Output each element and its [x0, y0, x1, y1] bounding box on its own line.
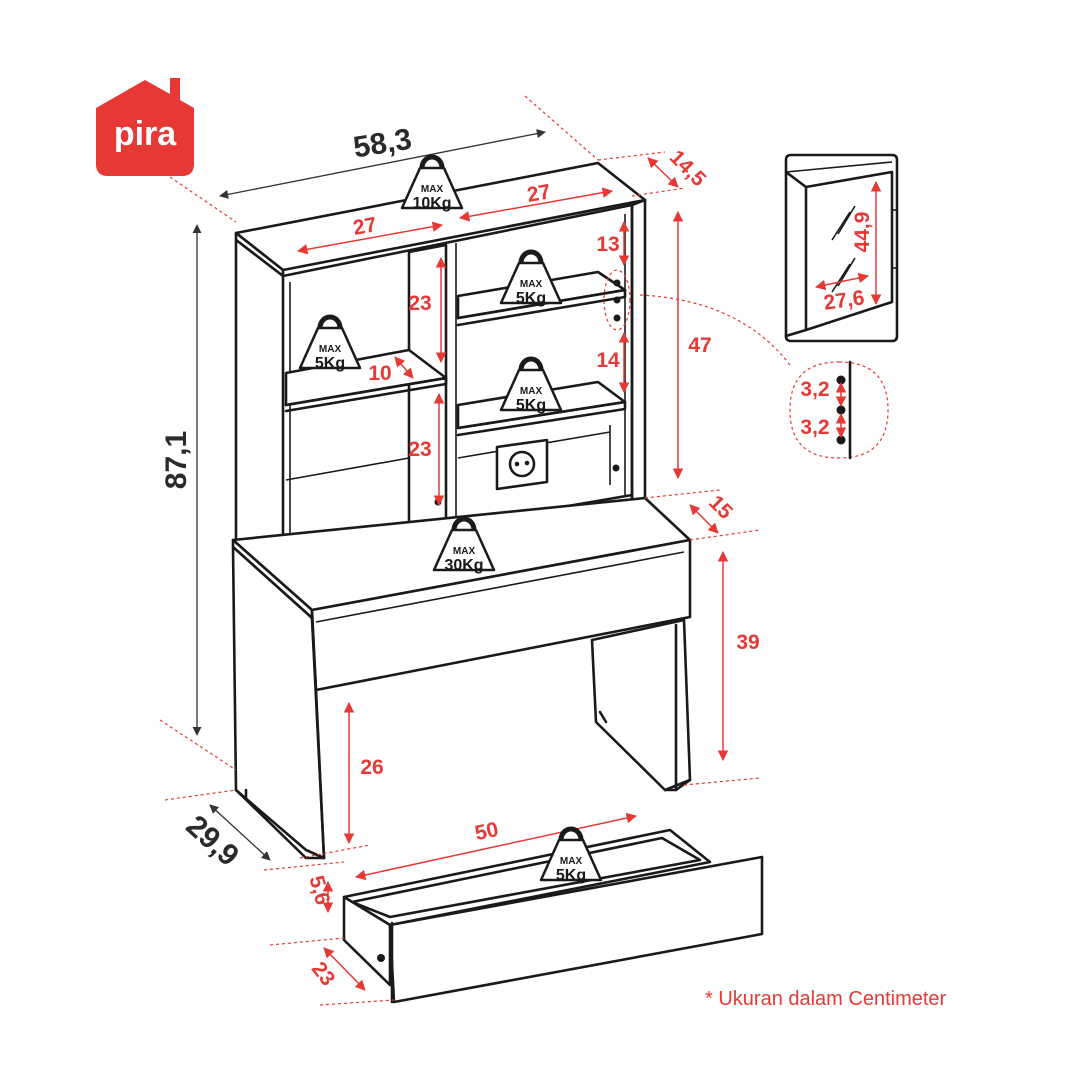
- extension-lines: [159, 95, 791, 1006]
- dimension-top-depth: 14,5: [647, 146, 710, 191]
- svg-text:10: 10: [368, 362, 391, 385]
- dimension-drawer-height: 5,6: [304, 873, 334, 914]
- detail-peg-spacing: 3,2 3,2: [789, 360, 889, 460]
- svg-text:26: 26: [360, 756, 383, 779]
- detail-door: 44,9 27,6: [784, 153, 899, 343]
- power-socket-icon: [495, 438, 549, 491]
- svg-text:MAX: MAX: [560, 856, 583, 867]
- dimension-desk-height: 39: [717, 550, 760, 762]
- svg-text:5Kg: 5Kg: [516, 397, 546, 414]
- dimension-overall-depth: 29,9: [180, 804, 271, 873]
- svg-text:MAX: MAX: [520, 386, 543, 397]
- svg-text:15: 15: [704, 491, 737, 524]
- svg-text:27: 27: [351, 213, 378, 240]
- weight-icon-right-middle: MAX 5Kg: [501, 359, 561, 414]
- svg-text:MAX: MAX: [453, 546, 476, 557]
- svg-text:27,6: 27,6: [822, 286, 866, 314]
- svg-text:MAX: MAX: [520, 279, 543, 290]
- dimension-hutch-height: 47: [672, 210, 712, 480]
- svg-text:10Kg: 10Kg: [412, 195, 451, 212]
- weight-icon-top: MAX 10Kg: [402, 157, 462, 212]
- dimension-drawer-depth: 23: [307, 947, 366, 991]
- logo-text: pira: [114, 115, 177, 153]
- svg-text:39: 39: [736, 631, 759, 654]
- svg-text:MAX: MAX: [319, 344, 342, 355]
- svg-text:3,2: 3,2: [800, 416, 829, 439]
- pira-logo: pira: [96, 78, 194, 176]
- dim-height-label: 87,1: [160, 431, 193, 489]
- footnote: * Ukuran dalam Centimeter: [705, 988, 947, 1010]
- dim-depth-label: 29,9: [180, 809, 245, 873]
- dimension-legroom: 26: [343, 701, 384, 845]
- dimension-left-gaps: 23 23 10: [368, 256, 447, 507]
- dimension-right-gaps: 13 14: [596, 220, 630, 394]
- dim-width-label: 58,3: [351, 123, 414, 165]
- dimension-drawer-width: 50: [354, 812, 638, 881]
- svg-text:14: 14: [596, 349, 620, 372]
- svg-text:5,6: 5,6: [304, 873, 334, 907]
- svg-text:30Kg: 30Kg: [444, 557, 483, 574]
- svg-text:5Kg: 5Kg: [516, 290, 546, 307]
- dimension-compartment-widths: 27 27: [296, 180, 614, 255]
- svg-text:23: 23: [408, 292, 431, 315]
- weight-icon-left-shelf: MAX 5Kg: [300, 317, 360, 372]
- svg-text:23: 23: [307, 958, 340, 991]
- weight-icon-desk: MAX 30Kg: [434, 519, 494, 574]
- weight-icon-drawer: MAX 5Kg: [541, 829, 601, 884]
- svg-text:MAX: MAX: [421, 184, 444, 195]
- svg-text:13: 13: [596, 233, 619, 256]
- svg-text:5Kg: 5Kg: [556, 867, 586, 884]
- dimension-base-depth: 15: [689, 491, 737, 534]
- svg-text:27: 27: [525, 180, 552, 207]
- dimension-overall-height: 87,1: [160, 224, 202, 736]
- svg-text:50: 50: [473, 818, 501, 845]
- svg-text:5Kg: 5Kg: [315, 355, 345, 372]
- svg-text:14,5: 14,5: [665, 146, 710, 191]
- svg-text:23: 23: [408, 438, 431, 461]
- svg-text:44,9: 44,9: [851, 212, 874, 253]
- weight-icon-right-top: MAX 5Kg: [501, 252, 561, 307]
- svg-text:3,2: 3,2: [800, 378, 829, 401]
- svg-text:47: 47: [688, 334, 711, 357]
